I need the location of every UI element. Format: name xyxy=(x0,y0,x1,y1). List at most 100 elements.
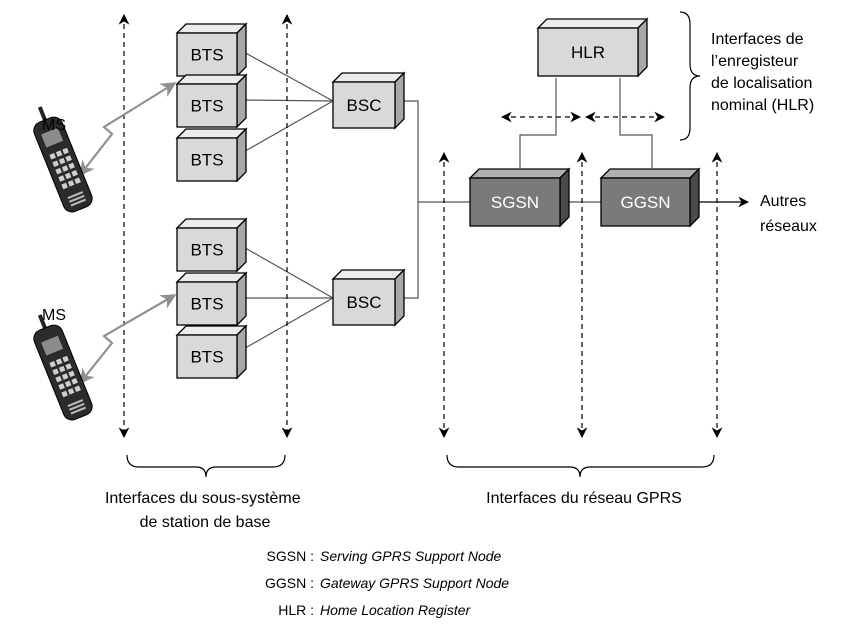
bts-5-box-top xyxy=(175,272,248,283)
ms-2-key xyxy=(55,358,63,365)
radio-link-ms1 xyxy=(79,82,177,177)
hlr-box-side xyxy=(637,17,648,78)
network-nodes: BTS BTS BTS BTS BTS BTS BSC BSC HLR SGSN GGSN xyxy=(175,17,701,380)
bsc-1-label: BSC xyxy=(347,96,382,115)
ms-1-label: MS xyxy=(42,117,66,134)
other-networks-line-2: réseaux xyxy=(760,218,817,235)
bts-1-box: BTS xyxy=(175,22,248,78)
link-bts1-bsc1 xyxy=(239,49,334,102)
bts-6-box-side xyxy=(236,324,247,380)
ms-1-key xyxy=(58,175,65,182)
ms-2-speaker-slot xyxy=(67,399,84,408)
bts-6-box-top xyxy=(175,325,248,336)
bts-5-label: BTS xyxy=(190,295,223,314)
bts-3-box: BTS xyxy=(175,127,248,183)
sgsn-label: SGSN xyxy=(491,193,539,212)
ms-2-key xyxy=(65,363,72,370)
ms-2-key xyxy=(64,380,72,388)
bsc-2-label: BSC xyxy=(347,293,382,312)
ms-2-key xyxy=(61,373,69,380)
legend-value-sgsn: Serving GPRS Support Node xyxy=(320,548,502,564)
wired-links xyxy=(239,49,653,352)
interface-arrows xyxy=(118,13,723,439)
bts-4-box-side xyxy=(236,217,247,273)
bss-interfaces-brace xyxy=(126,454,286,478)
ms-1-key xyxy=(64,172,72,180)
ms-1-key xyxy=(52,160,59,167)
bts-6-box: BTS xyxy=(175,324,248,380)
ms-1-speaker-slot xyxy=(69,194,85,203)
legend-key-sgsn: SGSN : xyxy=(267,548,314,564)
ms-1-key xyxy=(71,170,78,177)
hlr-interfaces-line-4: nominal (HLR) xyxy=(711,97,814,114)
bts-3-box-top xyxy=(175,128,248,139)
bsc-1-box-top xyxy=(331,72,406,83)
bts-1-box-top xyxy=(175,23,248,34)
ms-2-key xyxy=(61,390,68,398)
bss-interfaces-line-2: de station de base xyxy=(140,514,271,531)
bsc-2-box-front xyxy=(332,278,396,326)
hlr-box-top xyxy=(536,18,649,29)
bts-1-label: BTS xyxy=(190,46,223,65)
bss-interfaces-label: Interfaces du sous-système de station de… xyxy=(105,490,305,531)
bts-1-box-side xyxy=(236,22,247,78)
hlr-interfaces-line-2: l’enregisteur xyxy=(711,53,799,70)
ms-2-key xyxy=(58,365,66,373)
bts-2-label: BTS xyxy=(190,97,223,116)
ms-2-key xyxy=(67,388,75,395)
ms-1-key xyxy=(49,153,56,160)
hlr-box-front xyxy=(537,27,639,77)
ms-1-key xyxy=(61,165,69,172)
bts-5-box: BTS xyxy=(175,271,248,327)
ms-2-screen xyxy=(41,335,64,356)
bsc-2-box-side xyxy=(394,268,405,327)
bts-3-box-side xyxy=(236,127,247,183)
ms-2-key xyxy=(55,375,62,383)
ms-1-key xyxy=(68,162,75,170)
sgsn-box-top xyxy=(468,168,571,179)
legend-key-ggsn: GGSN : xyxy=(265,575,314,591)
radio-link-ms2 xyxy=(79,294,177,385)
ms-2-key xyxy=(71,378,78,385)
ms-1-key xyxy=(74,177,81,184)
ggsn-box-side xyxy=(689,167,700,228)
hlr-interfaces-label: Interfaces de l’enregisteur de localisat… xyxy=(711,31,817,114)
link-hlr-ggsn xyxy=(619,78,653,168)
sgsn-box-side xyxy=(559,167,570,228)
ms-1-key xyxy=(55,167,62,175)
ms-2-key xyxy=(68,370,75,378)
ms-2-antenna xyxy=(37,314,48,331)
ggsn-box: GGSN xyxy=(599,167,701,228)
bts-4-box-top xyxy=(175,218,248,229)
hlr-interfaces-line-3: de localisation xyxy=(711,75,812,92)
hlr-interfaces-brace xyxy=(679,11,701,141)
ms-1-key xyxy=(55,150,63,157)
bts-5-box-side xyxy=(236,271,247,327)
ggsn-box-top xyxy=(599,168,701,179)
sgsn-box-front xyxy=(469,177,561,227)
ms-1-screen xyxy=(41,127,64,148)
ggsn-label: GGSN xyxy=(620,193,670,212)
ms-1-keypad xyxy=(49,147,81,190)
ms-2-speaker-slot xyxy=(69,402,85,411)
link-hlr-sgsn xyxy=(519,78,557,168)
bss-interfaces-line-1: Interfaces du sous-système xyxy=(105,490,301,507)
ms-2-key xyxy=(74,385,81,392)
bts-3-box-front xyxy=(176,137,238,182)
ms-2-key xyxy=(52,368,59,375)
hlr-box: HLR xyxy=(536,17,649,78)
legend-key-hlr: HLR : xyxy=(278,602,314,618)
gprs-interfaces-label: Interfaces du réseau GPRS xyxy=(486,490,682,507)
radio-links xyxy=(79,82,177,385)
bts-2-box-side xyxy=(236,73,247,129)
gprs-interfaces-brace xyxy=(446,454,715,478)
link-bsc2-sgsn xyxy=(398,202,419,299)
ms-2-key xyxy=(49,361,56,368)
ms-1-phone xyxy=(33,106,93,213)
ms-1-key xyxy=(62,147,69,155)
hlr-label: HLR xyxy=(571,43,605,62)
ms-2-key xyxy=(58,383,65,390)
other-networks-label: Autres réseaux xyxy=(760,193,817,235)
bts-4-label: BTS xyxy=(190,241,223,260)
bts-5-box-front xyxy=(176,281,238,326)
